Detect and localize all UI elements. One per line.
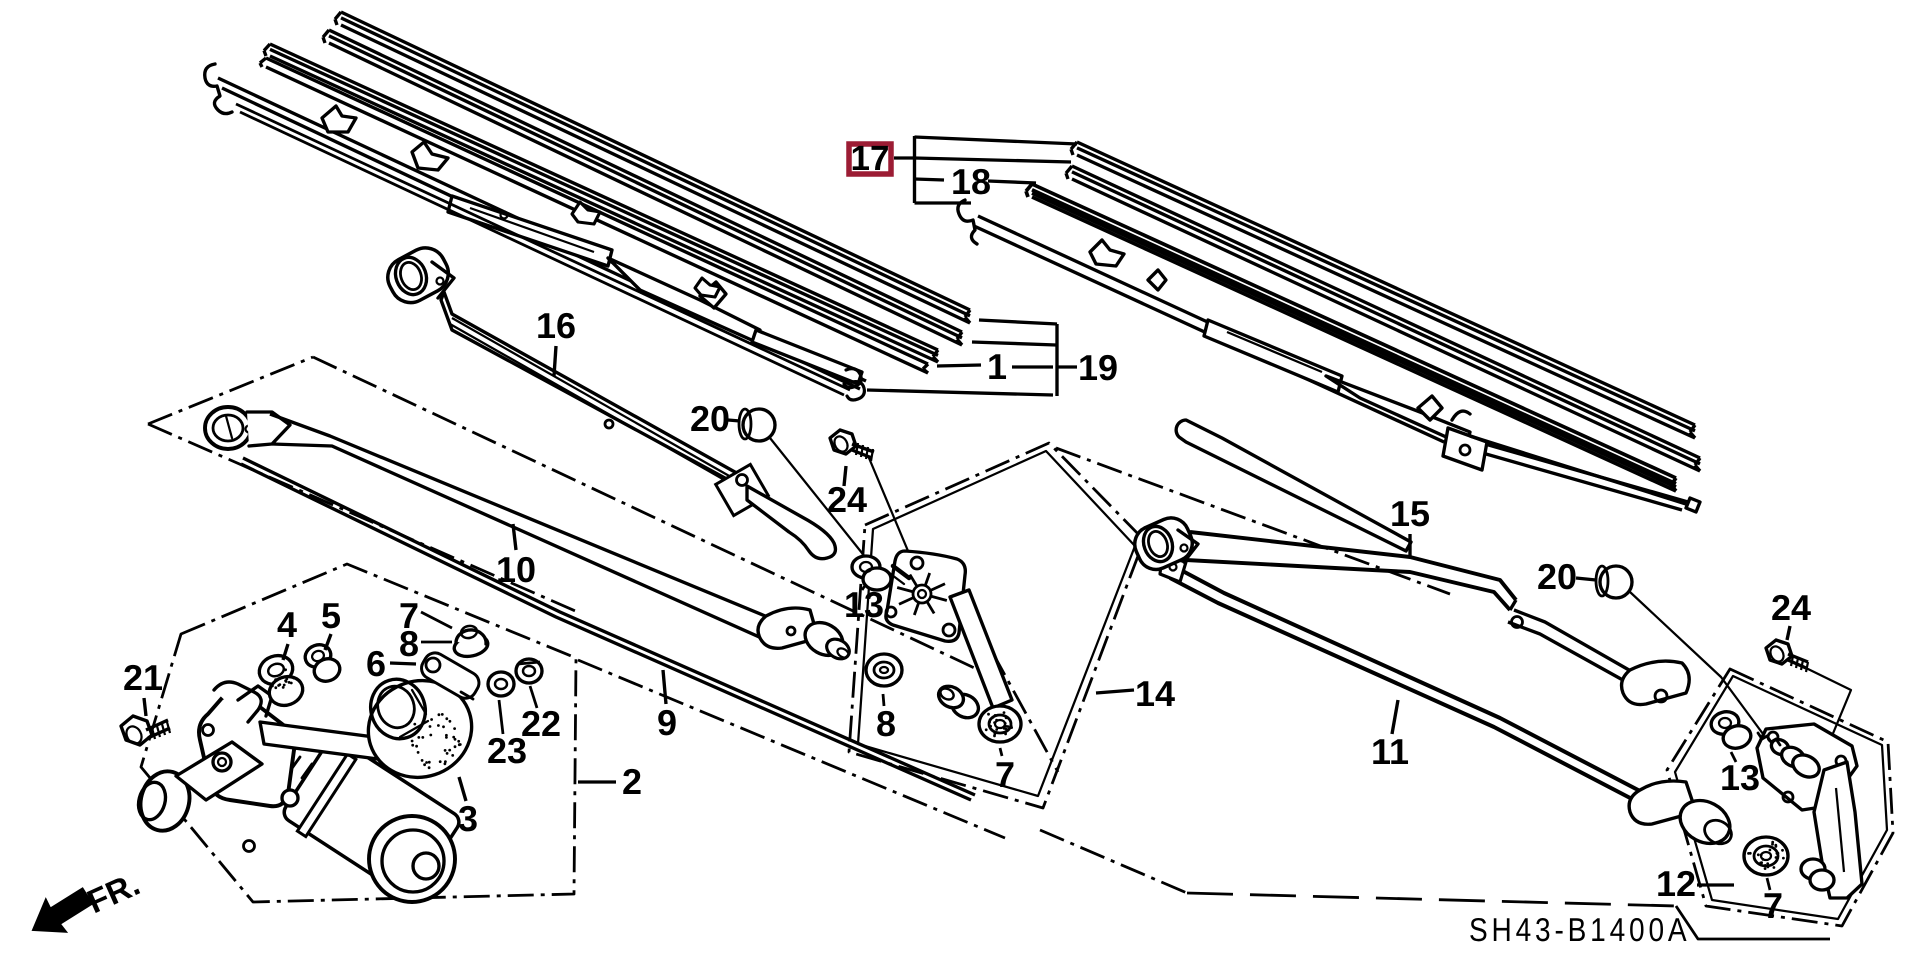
svg-text:15: 15 — [1390, 493, 1430, 534]
svg-text:18: 18 — [951, 161, 991, 202]
svg-text:21: 21 — [123, 657, 163, 698]
svg-text:13: 13 — [844, 584, 884, 625]
svg-text:8: 8 — [399, 623, 419, 664]
svg-text:12: 12 — [1656, 863, 1696, 904]
svg-text:2: 2 — [622, 761, 642, 802]
svg-text:9: 9 — [657, 702, 677, 743]
svg-text:1: 1 — [987, 346, 1007, 387]
svg-text:20: 20 — [1537, 556, 1577, 597]
svg-text:7: 7 — [399, 595, 419, 636]
svg-text:3: 3 — [458, 798, 478, 839]
svg-text:6: 6 — [366, 643, 386, 684]
svg-text:7: 7 — [1763, 885, 1783, 926]
svg-text:4: 4 — [277, 604, 297, 645]
svg-text:5: 5 — [321, 595, 341, 636]
svg-text:20: 20 — [690, 398, 730, 439]
svg-text:24: 24 — [827, 479, 867, 520]
svg-text:8: 8 — [876, 703, 896, 744]
svg-text:24: 24 — [1771, 587, 1811, 628]
svg-text:7: 7 — [995, 754, 1015, 795]
svg-text:11: 11 — [1371, 731, 1409, 772]
svg-text:16: 16 — [536, 305, 576, 346]
svg-text:22: 22 — [521, 703, 561, 744]
svg-text:19: 19 — [1078, 347, 1118, 388]
svg-text:SH43-B1400A: SH43-B1400A — [1469, 911, 1690, 948]
svg-text:13: 13 — [1720, 757, 1760, 798]
svg-text:14: 14 — [1135, 673, 1175, 714]
svg-text:17: 17 — [851, 139, 890, 178]
svg-text:23: 23 — [487, 730, 527, 771]
